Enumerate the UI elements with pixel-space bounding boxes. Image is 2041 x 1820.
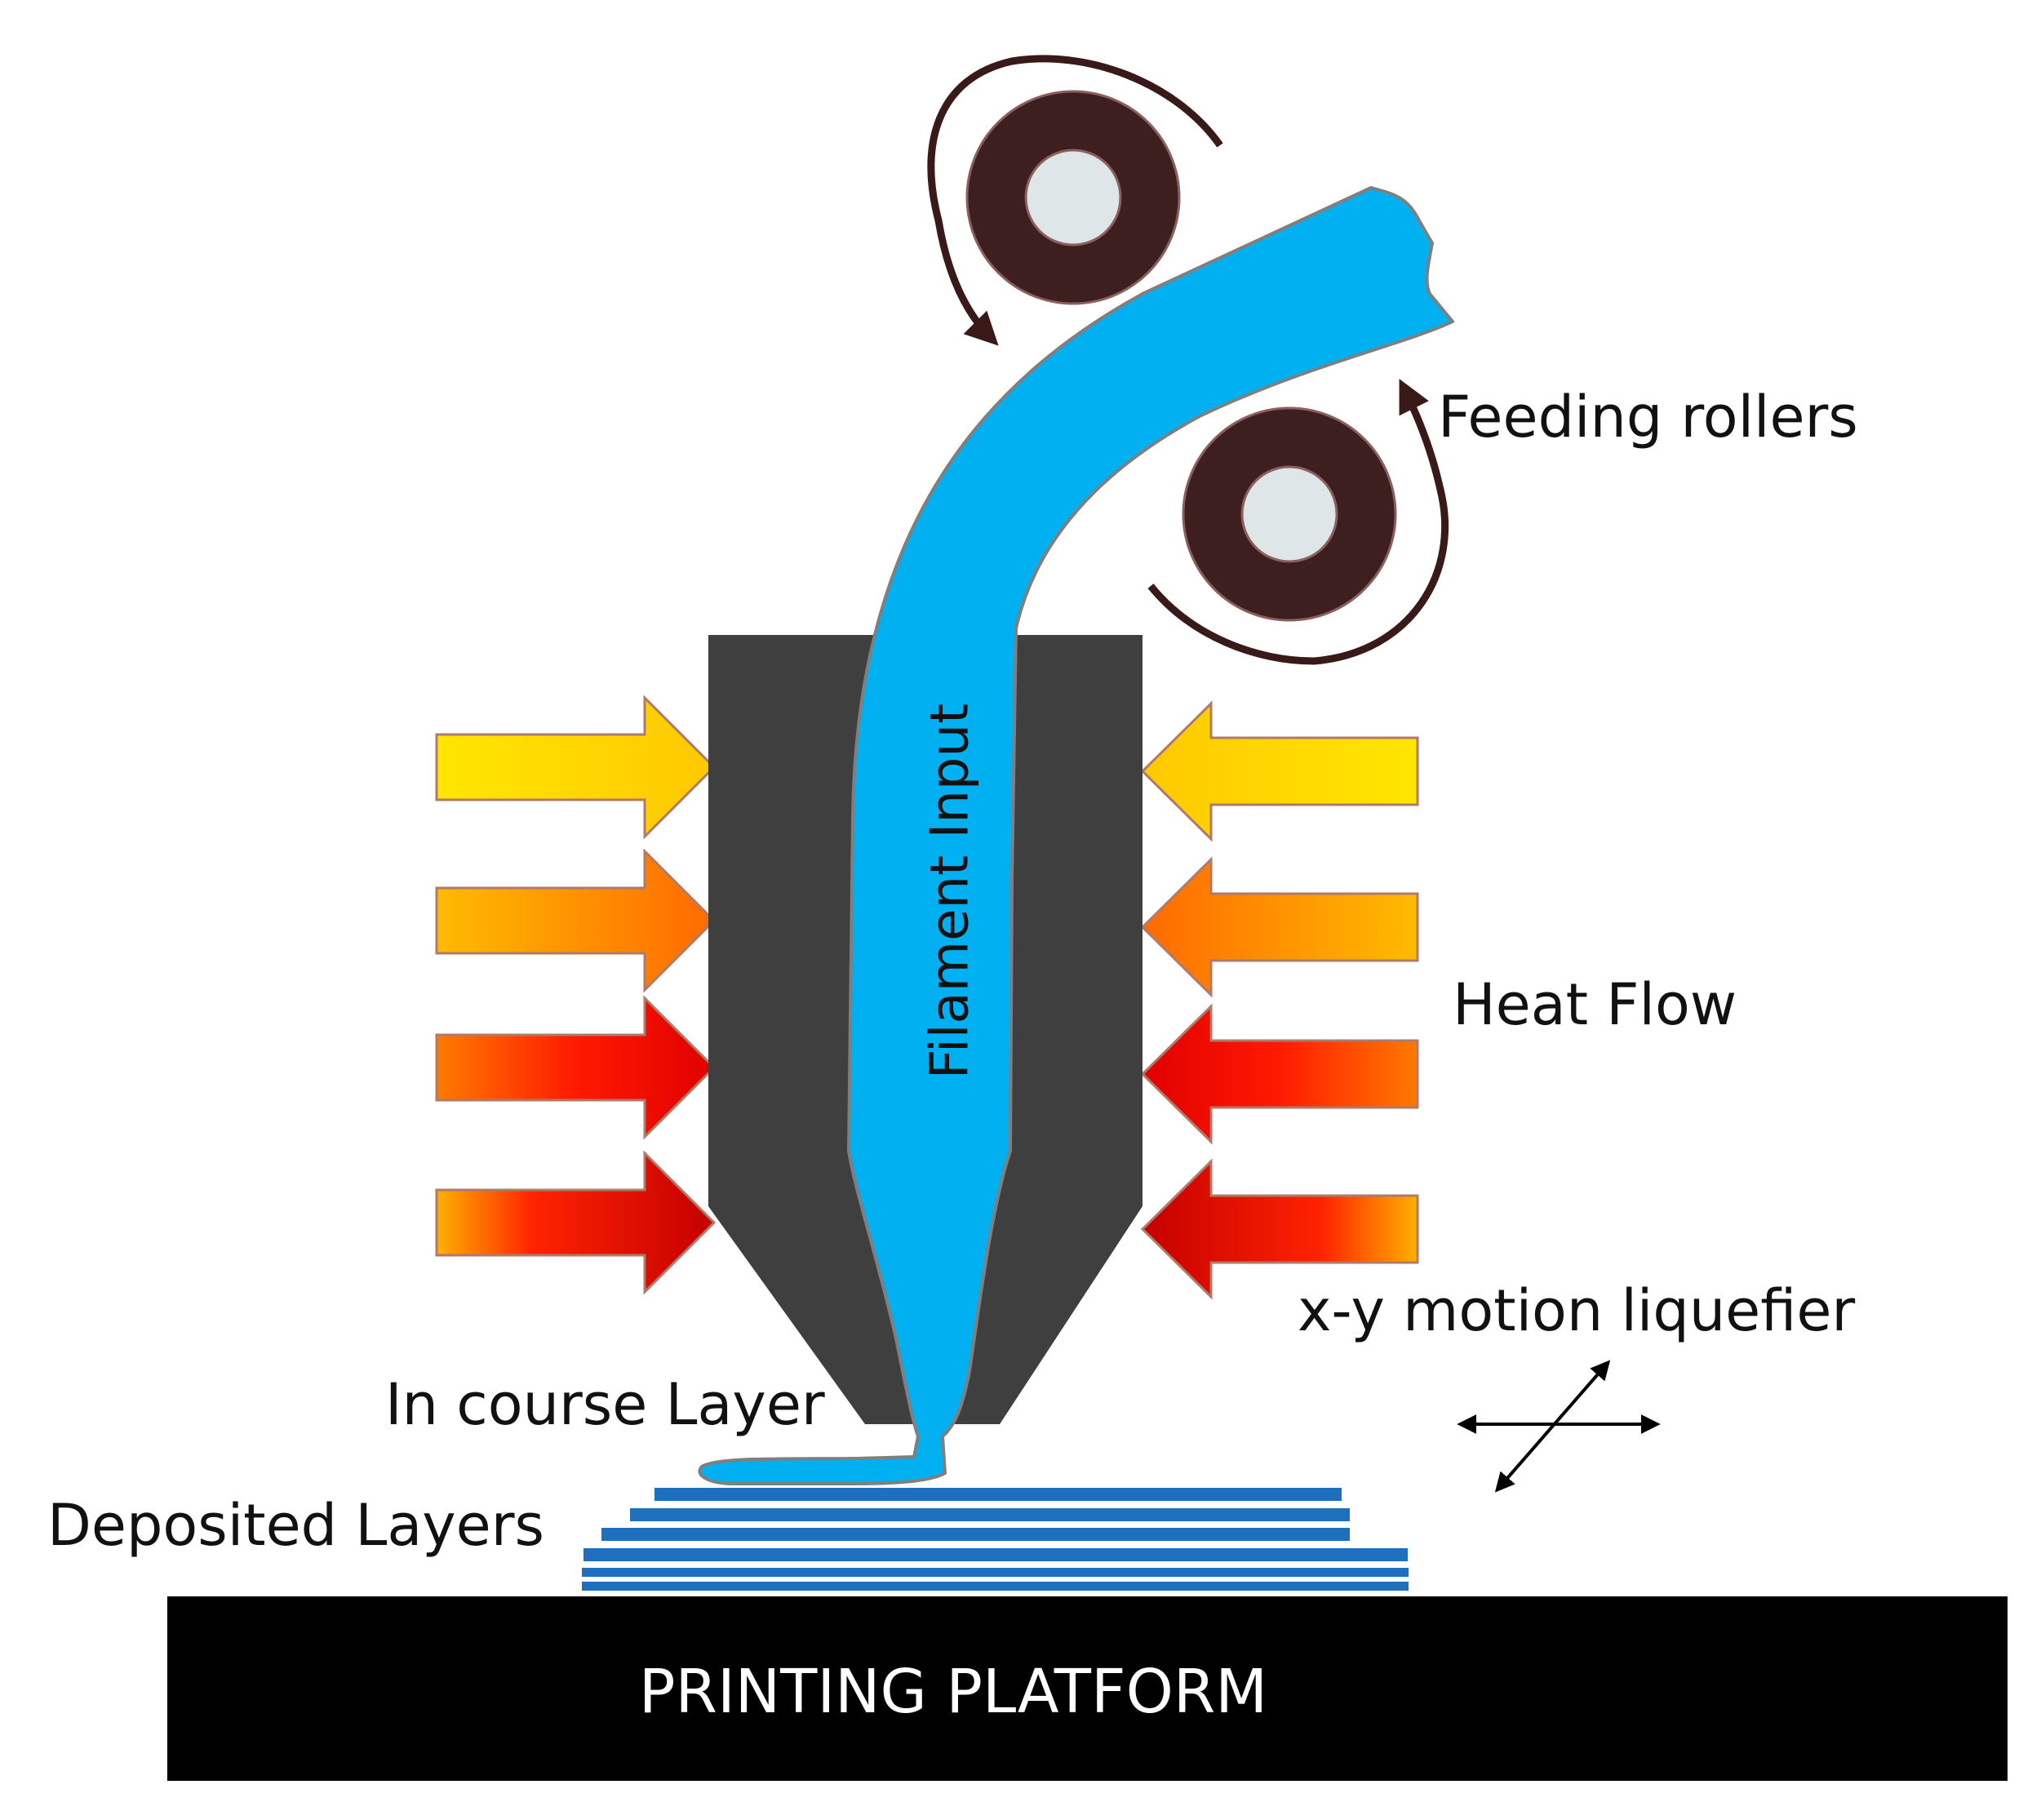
double-headed-arrow-icon bbox=[1457, 1360, 1661, 1493]
layer bbox=[582, 1568, 1409, 1577]
roller-hub bbox=[1024, 149, 1122, 246]
roller-top bbox=[965, 90, 1181, 305]
layer bbox=[582, 1582, 1409, 1591]
heat-arrow-icon bbox=[435, 995, 717, 1140]
rotation-arrow-icon bbox=[1147, 379, 1449, 665]
printing-platform-label: PRINTING PLATFORM bbox=[639, 1657, 1267, 1727]
layer bbox=[630, 1508, 1350, 1521]
heat-arrow-icon bbox=[1140, 700, 1419, 842]
motion-label: x-y motion liquefier bbox=[1298, 1277, 1855, 1344]
heat-arrow-icon bbox=[435, 848, 717, 993]
heat-arrow-icon bbox=[435, 695, 717, 840]
layer bbox=[583, 1548, 1408, 1561]
layer bbox=[601, 1528, 1350, 1541]
roller-hub bbox=[1240, 465, 1338, 563]
printing-platform bbox=[167, 1596, 2008, 1781]
filament-strand bbox=[698, 186, 1454, 1485]
heat-arrows-left bbox=[435, 695, 717, 1295]
feeding-rollers-label: Feeding rollers bbox=[1438, 384, 1858, 451]
deposited-layers bbox=[582, 1488, 1409, 1591]
filament-input-label: Filament Input bbox=[921, 704, 981, 1079]
heat-flow-label: Heat Flow bbox=[1453, 971, 1737, 1038]
heat-arrow-icon bbox=[1140, 856, 1419, 998]
heat-arrow-icon bbox=[1140, 1158, 1419, 1300]
layer bbox=[654, 1488, 1342, 1501]
heat-arrows-right bbox=[1140, 700, 1419, 1300]
deposited-layers-label: Deposited Layers bbox=[47, 1492, 544, 1559]
heat-arrow-icon bbox=[1140, 1003, 1419, 1145]
rotation-arrow-icon bbox=[927, 55, 1223, 346]
in-course-layer-label: In course Layer bbox=[385, 1371, 825, 1438]
heat-arrow-icon bbox=[435, 1150, 717, 1295]
roller-bottom bbox=[1182, 406, 1397, 622]
